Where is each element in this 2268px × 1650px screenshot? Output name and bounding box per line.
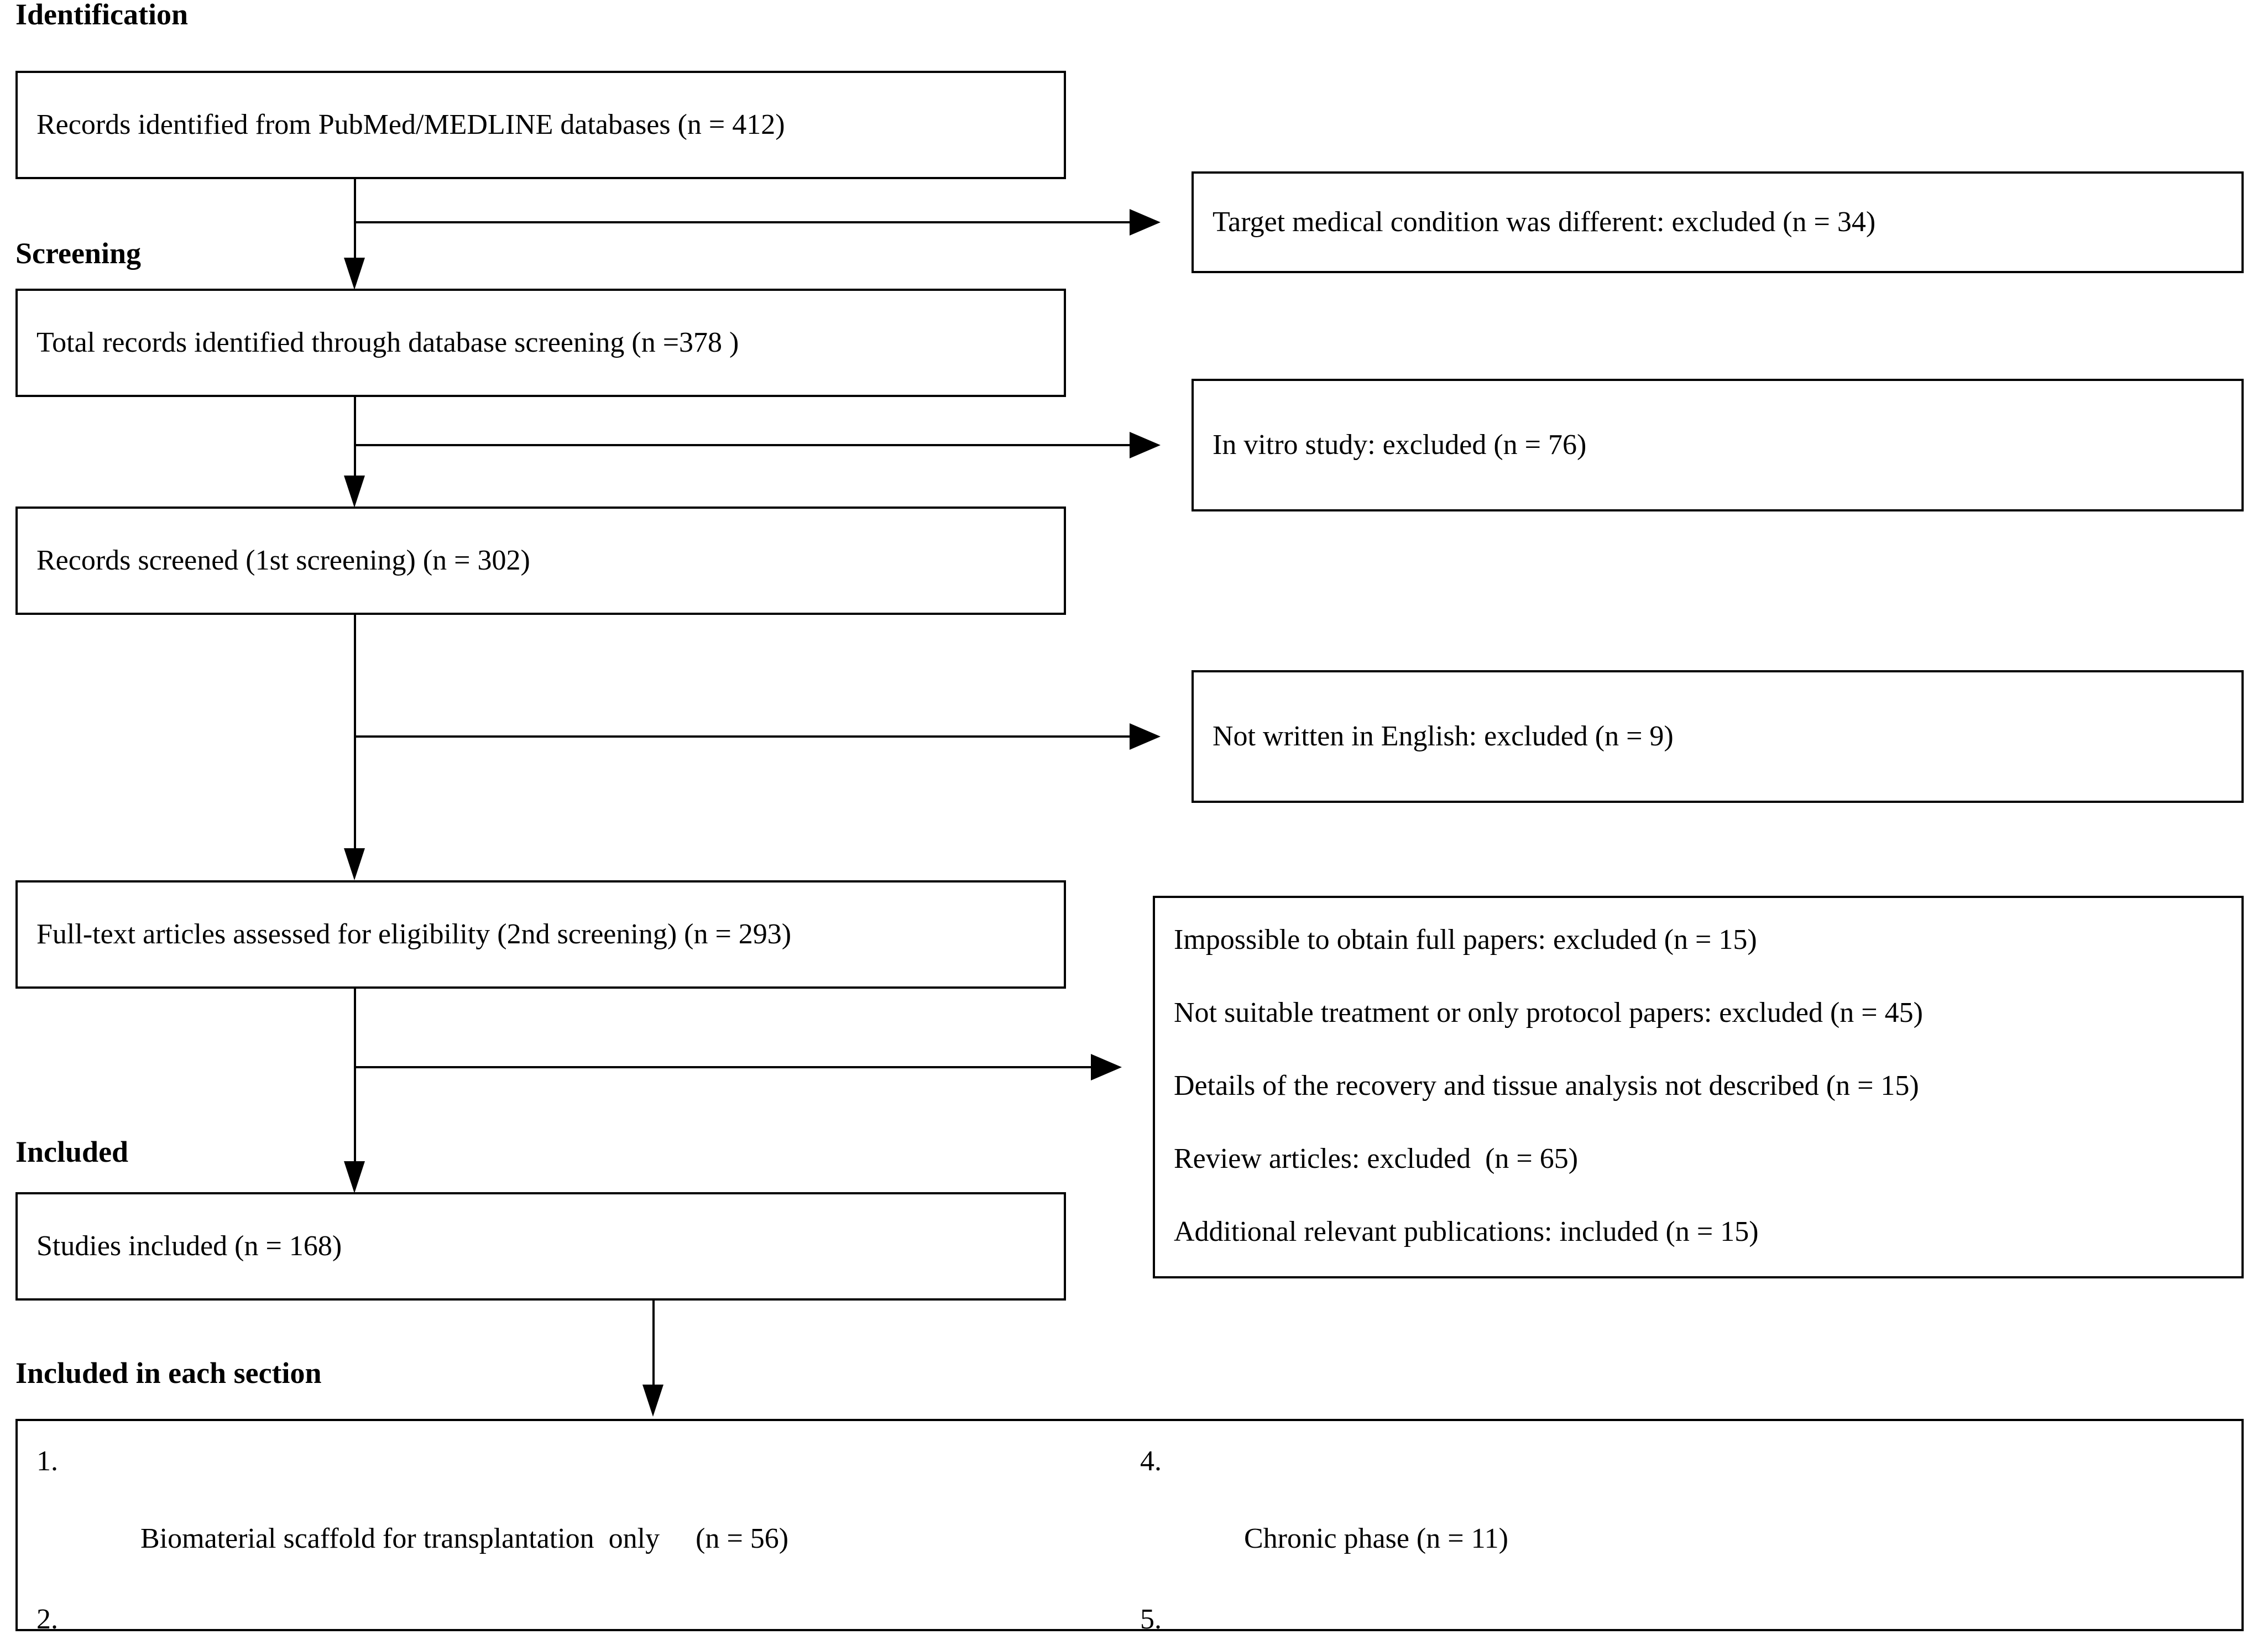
exclusion-box-eligibility: Impossible to obtain full papers: exclud… xyxy=(1153,896,2244,1278)
list-item-number: 1. xyxy=(36,1445,58,1477)
connector-line-to-eligibility-exclusions xyxy=(354,1066,1092,1068)
exclusion-box-target-condition: Target medical condition was different: … xyxy=(1192,171,2244,273)
exclusion-box-in-vitro: In vitro study: excluded (n = 76) xyxy=(1192,379,2244,511)
exclusion-box-target-condition-text: Target medical condition was different: … xyxy=(1213,206,1876,238)
exclusion-box-not-english: Not written in English: excluded (n = 9) xyxy=(1192,670,2244,803)
flow-box-total-records: Total records identified through databas… xyxy=(15,289,1066,397)
connector-line-studies-to-sections xyxy=(652,1301,655,1389)
arrowhead-to-eligibility-exclusions xyxy=(1091,1054,1122,1080)
arrowhead-studies-to-sections xyxy=(642,1385,663,1417)
sections-list-box: 1. Biomaterial scaffold for transplantat… xyxy=(15,1419,2244,1635)
flow-box-full-text-assessed-text: Full-text articles assessed for eligibil… xyxy=(36,918,792,950)
arrowhead-to-in-vitro xyxy=(1130,432,1161,458)
stage-label-screening: Screening xyxy=(15,237,141,270)
list-item-label: Biomaterial scaffold for transplantation… xyxy=(140,1523,789,1554)
connector-line-to-in-vitro xyxy=(354,444,1131,446)
exclusion-box-not-english-text: Not written in English: excluded (n = 9) xyxy=(1213,720,1674,752)
exclusion-line-details-not-described: Details of the recovery and tissue analy… xyxy=(1174,1070,1919,1101)
connector-line-to-not-english xyxy=(354,735,1131,738)
exclusion-line-not-suitable-treatment: Not suitable treatment or only protocol … xyxy=(1174,997,1923,1028)
flow-box-full-text-assessed: Full-text articles assessed for eligibil… xyxy=(15,880,1066,989)
flow-box-total-records-text: Total records identified through databas… xyxy=(36,326,739,358)
connector-line-total-to-screened xyxy=(354,397,356,480)
connector-line-screened-to-fulltext xyxy=(354,615,356,853)
connector-line-fulltext-to-studies xyxy=(354,989,356,1166)
arrowhead-identified-to-total xyxy=(344,258,365,290)
exclusion-line-impossible-full-papers: Impossible to obtain full papers: exclud… xyxy=(1174,924,1757,955)
arrowhead-total-to-screened xyxy=(344,476,365,508)
list-item: 5. Clinical trials (n = 3) xyxy=(1140,1600,2080,1650)
stage-label-included: Included xyxy=(15,1135,129,1168)
exclusion-line-additional-publications: Additional relevant publications: includ… xyxy=(1174,1216,1759,1247)
list-item-label: Chronic phase (n = 11) xyxy=(1244,1523,1508,1554)
flow-box-studies-included-text: Studies included (n = 168) xyxy=(36,1230,342,1262)
stage-label-included-in-each-section: Included in each section xyxy=(15,1356,322,1390)
stage-label-identification: Identification xyxy=(15,0,189,31)
list-item: 1. Biomaterial scaffold for transplantat… xyxy=(36,1442,1076,1597)
sections-list-left-column: 1. Biomaterial scaffold for transplantat… xyxy=(36,1442,1076,1650)
exclusion-line-review-articles: Review articles: excluded (n = 65) xyxy=(1174,1143,1579,1174)
list-item: 2. Combination therapy with cell transpl… xyxy=(36,1600,1076,1650)
arrowhead-fulltext-to-studies xyxy=(344,1161,365,1193)
arrowhead-to-not-english xyxy=(1130,723,1161,750)
arrowhead-to-target-condition xyxy=(1130,209,1161,236)
flow-box-records-identified-text: Records identified from PubMed/MEDLINE d… xyxy=(36,108,785,140)
flow-box-records-identified: Records identified from PubMed/MEDLINE d… xyxy=(15,71,1066,179)
list-item-number: 5. xyxy=(1140,1604,1162,1635)
flow-box-records-screened: Records screened (1st screening) (n = 30… xyxy=(15,507,1066,615)
exclusion-box-in-vitro-text: In vitro study: excluded (n = 76) xyxy=(1213,429,1587,461)
connector-line-identified-to-total xyxy=(354,179,356,262)
list-item-number: 4. xyxy=(1140,1445,1162,1477)
list-item-number: 2. xyxy=(36,1604,58,1635)
connector-line-to-target-condition xyxy=(354,221,1131,223)
list-item: 4. Chronic phase (n = 11) xyxy=(1140,1442,2080,1597)
flow-box-records-screened-text: Records screened (1st screening) (n = 30… xyxy=(36,544,530,576)
sections-list-right-column: 4. Chronic phase (n = 11) 5. Clinical tr… xyxy=(1140,1442,2080,1650)
flow-box-studies-included: Studies included (n = 168) xyxy=(15,1192,1066,1301)
arrowhead-screened-to-fulltext xyxy=(344,848,365,880)
